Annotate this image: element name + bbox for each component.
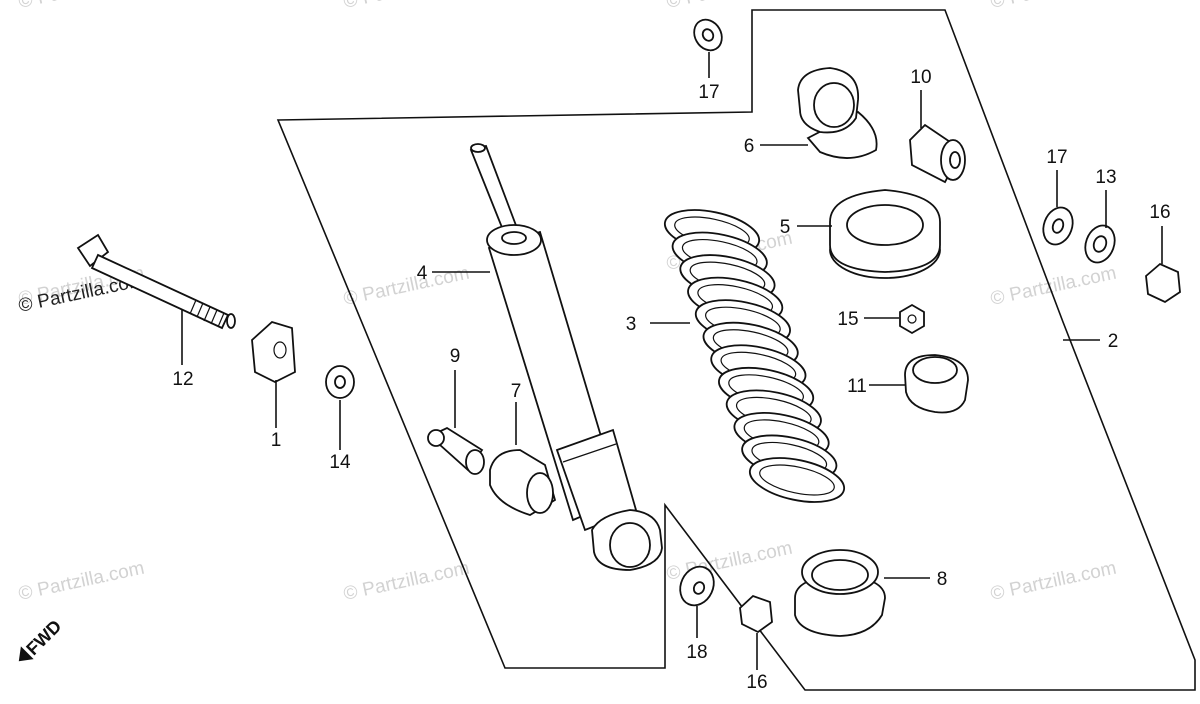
watermark-text: © Partzilla.com — [989, 0, 1119, 13]
spring-3 — [663, 209, 846, 503]
callout-3: 3 — [626, 314, 637, 335]
cap-nut-16-bottom — [739, 594, 773, 634]
callout-7: 7 — [511, 381, 522, 402]
collar-9 — [427, 426, 485, 475]
callout-18: 18 — [686, 642, 707, 663]
callout-labels: 1 2 3 4 5 6 7 8 9 10 11 12 13 14 15 16 1… — [172, 67, 1170, 693]
arrow-left-icon — [18, 646, 34, 662]
spring-coil — [748, 457, 846, 503]
washer-18 — [679, 565, 715, 607]
watermark-text: © Partzilla.com — [665, 0, 795, 13]
washer-13 — [1084, 224, 1116, 264]
callout-16-bottom: 16 — [746, 672, 767, 693]
washer-17-right — [1042, 206, 1074, 246]
callout-6: 6 — [744, 136, 755, 157]
callout-12: 12 — [172, 369, 193, 390]
assembly-outline — [276, 9, 1196, 691]
spring-seat-5 — [829, 189, 941, 279]
callout-16-right: 16 — [1149, 202, 1170, 223]
callout-1: 1 — [271, 430, 282, 451]
watermark-text: © Partzilla.com — [989, 558, 1119, 605]
fwd-label: FWD — [22, 616, 65, 659]
rubber-bushing-11 — [904, 354, 969, 414]
watermark-text: © Partzilla.com — [342, 558, 472, 605]
upper-mount-6 — [797, 67, 878, 159]
nut-15 — [899, 303, 925, 335]
watermark-text: © Partzilla.com — [989, 263, 1119, 310]
bushing-10 — [909, 123, 966, 184]
shock-absorber-4 — [469, 143, 663, 571]
callout-5: 5 — [780, 217, 791, 238]
callout-2: 2 — [1108, 331, 1119, 352]
callout-8: 8 — [937, 569, 948, 590]
watermark-text: © Partzilla.com — [342, 0, 472, 13]
fwd-indicator: FWD — [18, 616, 65, 662]
cap-nut-16-right — [1145, 262, 1181, 304]
callout-9: 9 — [450, 346, 461, 367]
spring-coil-inner — [759, 464, 835, 496]
washer-14 — [325, 365, 355, 399]
leader-lines — [181, 52, 1163, 670]
callout-13: 13 — [1095, 167, 1116, 188]
callout-4: 4 — [417, 263, 428, 284]
callout-11: 11 — [847, 376, 867, 397]
bolt-12 — [76, 233, 236, 330]
washer-17-top — [693, 18, 723, 52]
callout-10: 10 — [910, 67, 931, 88]
callout-15: 15 — [837, 309, 858, 330]
lower-seat-8 — [794, 549, 886, 637]
watermark-text: © Partzilla.com — [17, 558, 147, 605]
watermark-text: © Partzilla.com — [342, 263, 472, 310]
callout-14: 14 — [329, 452, 351, 473]
callout-17-right: 17 — [1046, 147, 1067, 168]
bushing-7 — [489, 449, 557, 516]
watermark-text: © Partzilla.com — [17, 0, 147, 13]
callout-17-top: 17 — [698, 82, 719, 103]
bracket-1 — [251, 320, 296, 384]
